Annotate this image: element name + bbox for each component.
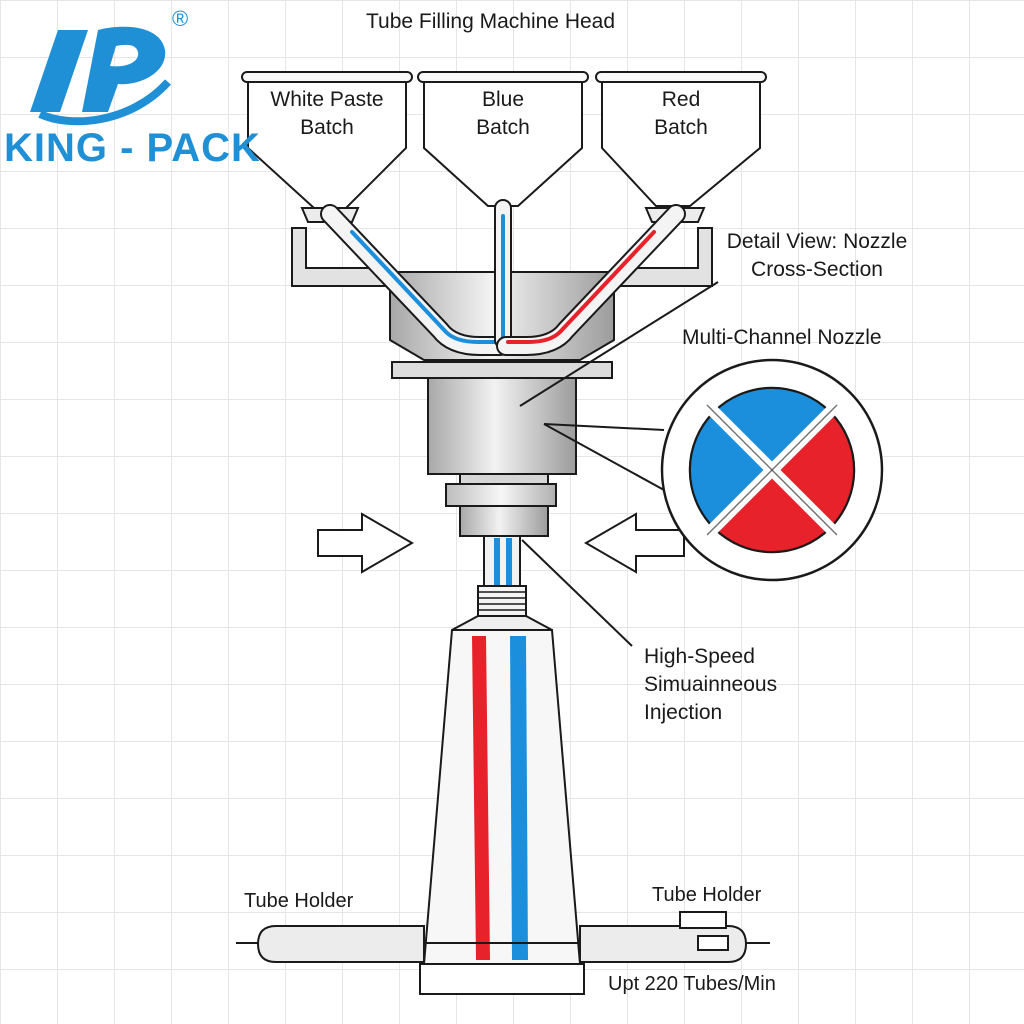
tube-holder-right-label: Tube Holder (652, 884, 762, 906)
leader-lines (519, 281, 719, 647)
nozzle-cross-section-detail (660, 358, 884, 582)
kp-logo-icon (30, 26, 171, 126)
registered-mark: ® (172, 6, 189, 31)
tube-holder-left-label: Tube Holder (244, 890, 354, 912)
multi-channel-nozzle (427, 377, 577, 587)
brand-name: KING - PACK (4, 126, 261, 170)
page-title: Tube Filling Machine Head (366, 10, 616, 33)
tube-holder-rail (236, 911, 770, 963)
feed-pipes (320, 199, 686, 356)
clamp-arrow-left-icon (584, 512, 685, 574)
multi-channel-label: Multi-Channel Nozzle (682, 326, 882, 349)
hopper-red (595, 71, 767, 223)
toothpaste-tube (419, 585, 585, 995)
hopper-blue (417, 71, 589, 207)
clamp-arrow-right-icon (317, 512, 414, 574)
throughput-label: Upt 220 Tubes/Min (608, 973, 776, 995)
hopper-white-paste (241, 71, 413, 223)
